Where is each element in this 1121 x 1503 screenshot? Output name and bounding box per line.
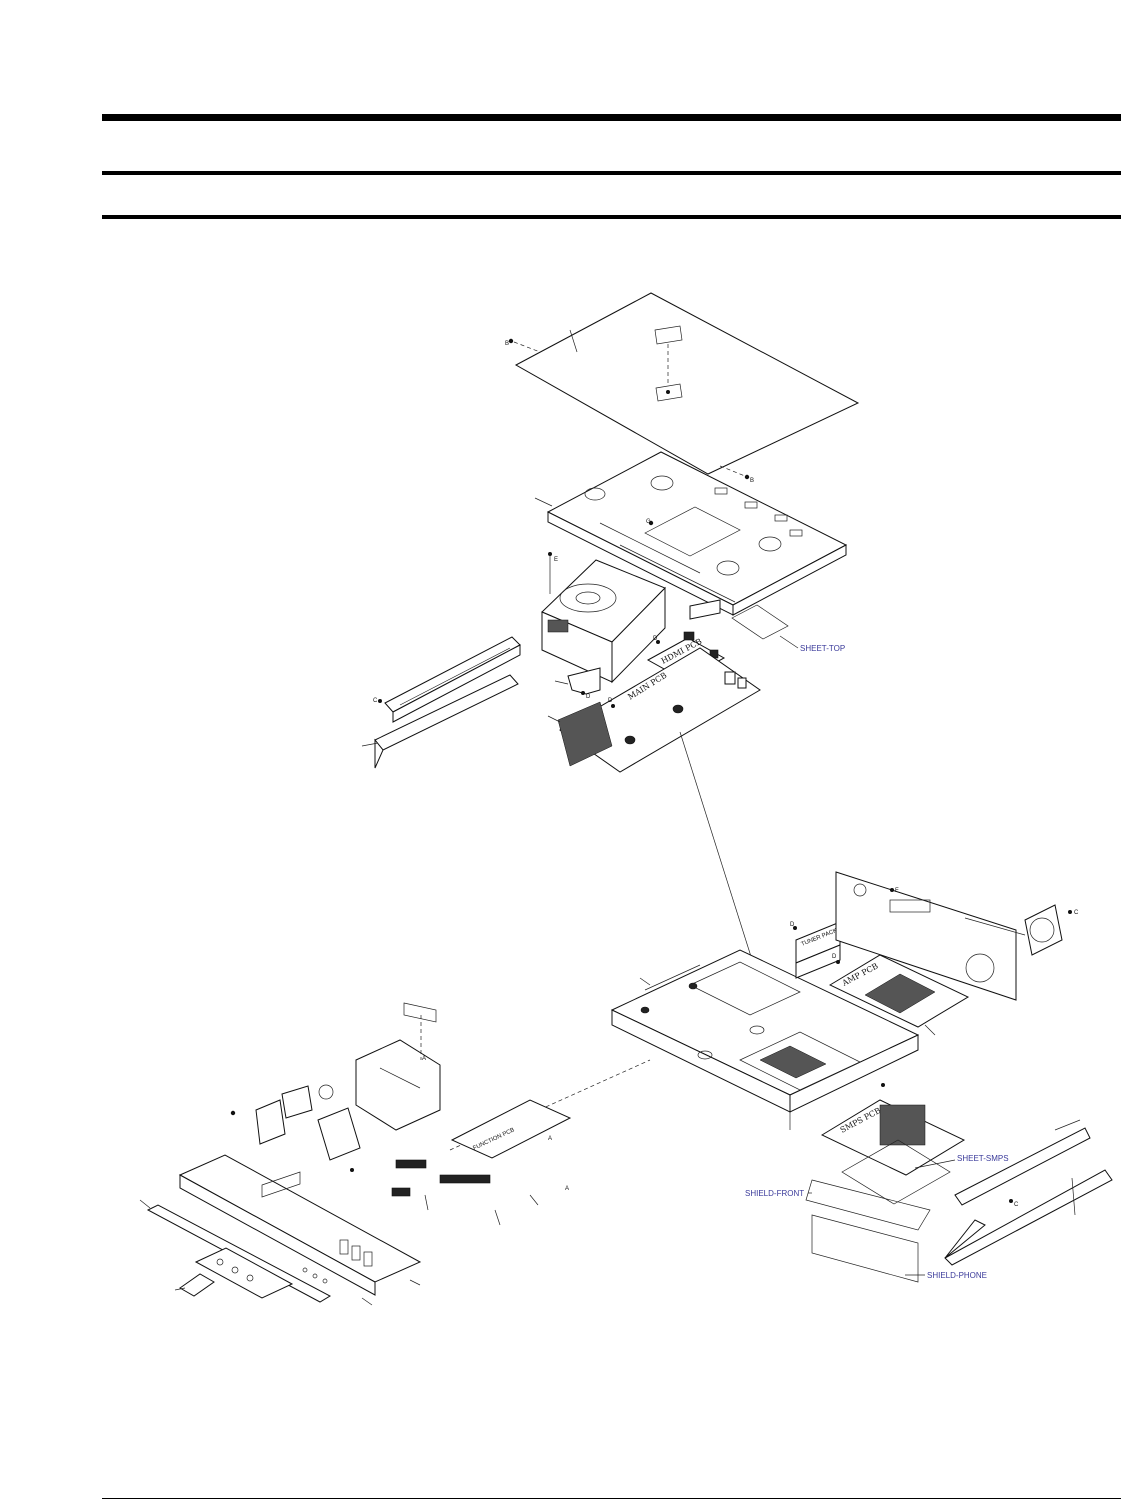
leader-lines (139, 977, 936, 1306)
screw-marker-c: C (373, 698, 378, 704)
tuner-pack: TUNER PACK (793, 921, 841, 979)
header-rule-thick (102, 114, 1121, 121)
shield-phone-label: SHIELD-PHONE (927, 1271, 987, 1280)
front-bracket-frame (355, 1039, 441, 1131)
screw-marker-b: B (750, 478, 754, 484)
header-rule-bottom (102, 215, 1121, 219)
side-bracket-right-lower (944, 1169, 1113, 1266)
sheet-smps-label: SHEET-SMPS (957, 1154, 1009, 1163)
dvd-loader (541, 552, 666, 684)
screw-marker-b: B (505, 341, 509, 347)
screw-marker-a: A (422, 1056, 426, 1062)
chassis-top-plate (534, 451, 848, 616)
front-panel (178, 1154, 422, 1296)
screw-marker-a: A (548, 1136, 552, 1142)
screw-marker-d: D (790, 922, 795, 928)
side-bracket-right-upper (954, 1119, 1091, 1206)
front-label-sheet (403, 1002, 437, 1060)
footer-rule (102, 1498, 1121, 1499)
screw-marker-a: A (565, 1186, 569, 1192)
screw-marker-g: G (646, 519, 651, 525)
main-chassis (610, 949, 920, 1130)
rear-panel (835, 871, 1017, 1001)
shield-front-label: SHIELD-FRONT (745, 1189, 804, 1198)
sheet-top-label: SHEET-TOP (800, 644, 845, 653)
top-cover (508, 292, 860, 480)
cooling-fan (964, 904, 1072, 956)
front-connector-block (689, 599, 721, 620)
sheet-top: SHEET-TOP (731, 604, 845, 653)
smps-pcb: SMPS PCB (820, 1083, 966, 1176)
screw-marker-d: D (608, 698, 613, 704)
screw-marker-c: C (1014, 1202, 1019, 1208)
side-bracket-upper (378, 636, 521, 723)
screw-marker-d: D (832, 954, 837, 960)
shield-front: SHIELD-FRONT (745, 1179, 931, 1231)
loader-bracket (554, 667, 601, 695)
screw-marker-e: E (554, 557, 558, 563)
shield-phone: SHIELD-PHONE (811, 1214, 987, 1283)
door-flap (179, 1273, 215, 1297)
knob-parts (230, 1084, 334, 1145)
screw-markers: B B G E C D D D D D F C C A A A (373, 341, 1079, 1208)
function-pcb: FUNCTION PCB (391, 1099, 572, 1197)
screw-marker-d: D (586, 694, 591, 700)
screw-marker-f: F (895, 888, 899, 894)
front-jack-board (194, 1247, 294, 1299)
header-rule-middle (102, 171, 1121, 175)
ir-bracket (317, 1107, 361, 1172)
sheet-smps: SHEET-SMPS (841, 1139, 1009, 1205)
screw-marker-c: C (1074, 910, 1079, 916)
main-pcb: MAIN PCB (547, 647, 761, 986)
screw-marker-d: D (653, 636, 658, 642)
side-bracket-lower (361, 674, 519, 769)
